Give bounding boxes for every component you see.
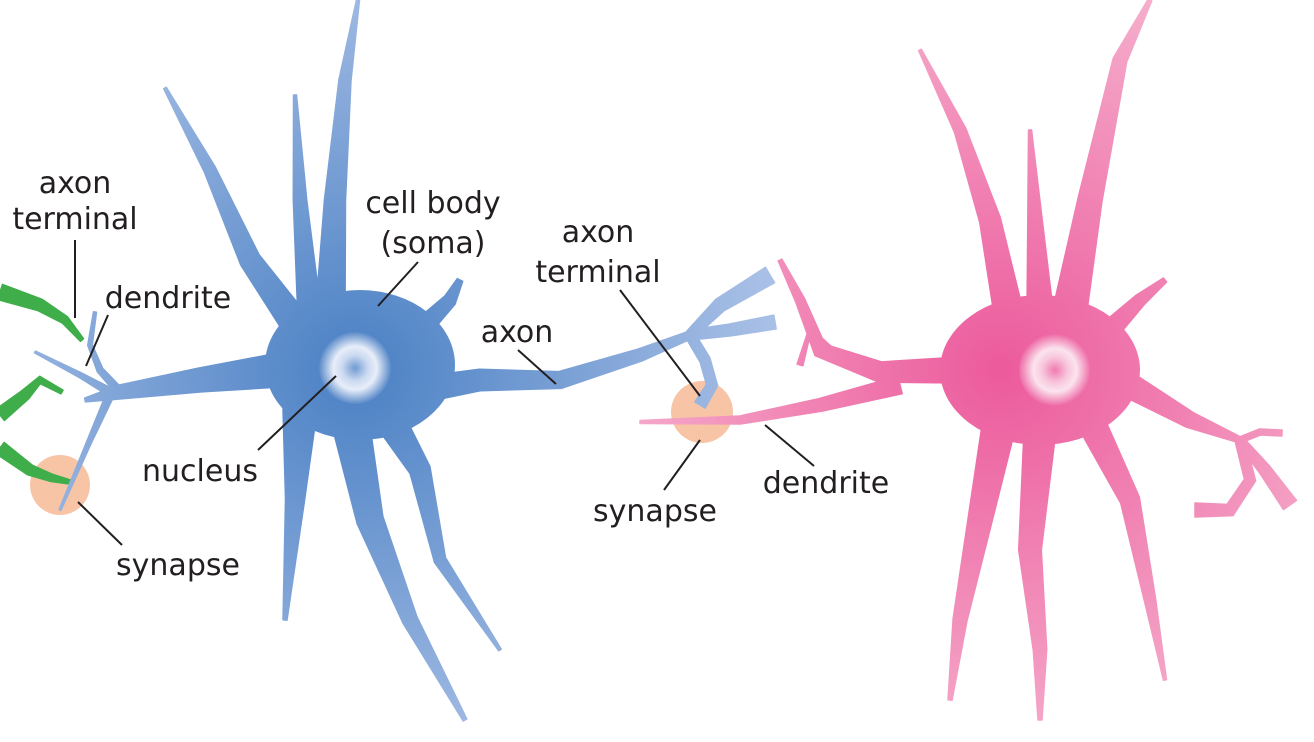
label-soma: (soma) bbox=[381, 226, 486, 261]
pink-neuron-process bbox=[1102, 277, 1168, 338]
label-right-axon-terminal-1: axon bbox=[562, 215, 635, 250]
label-left-axon-terminal-1: axon bbox=[39, 166, 112, 201]
axon-terminal-1 bbox=[0, 283, 85, 343]
pink-neuron-process bbox=[777, 258, 962, 384]
blue-neuron-process bbox=[58, 392, 115, 512]
leader-right-axon-terminal bbox=[619, 289, 701, 397]
label-cell-body: cell body bbox=[365, 186, 500, 221]
label-left-dendrite: dendrite bbox=[105, 281, 231, 316]
blue-neuron-process bbox=[314, 0, 361, 322]
label-left-synapse: synapse bbox=[116, 548, 240, 583]
leader-right-synapse bbox=[663, 439, 701, 491]
blue-neuron-process bbox=[417, 330, 693, 404]
blue-neuron bbox=[33, 0, 777, 722]
blue-neuron-process bbox=[83, 352, 283, 403]
blue-neuron-process bbox=[292, 94, 323, 322]
axon-terminal-2 bbox=[0, 375, 64, 422]
blue-neuron-process bbox=[376, 411, 502, 652]
label-right-synapse: synapse bbox=[593, 494, 717, 529]
blue-neuron-process bbox=[412, 277, 464, 338]
pink-neuron-process bbox=[639, 375, 903, 425]
pink-neuron-process bbox=[1052, 0, 1153, 314]
leader-left-dendrite bbox=[85, 314, 109, 367]
blue-neuron-process bbox=[282, 408, 318, 621]
label-nucleus: nucleus bbox=[142, 454, 258, 489]
blue-neuron-process bbox=[685, 266, 776, 340]
right-synapse-circle bbox=[671, 381, 733, 443]
pink-neuron-process bbox=[1076, 412, 1168, 682]
leader-left-synapse bbox=[77, 501, 123, 546]
pink-neuron bbox=[639, 0, 1298, 721]
presynaptic-axon-terminals bbox=[0, 283, 85, 485]
leader-right-dendrite bbox=[764, 424, 815, 467]
leader-axon bbox=[517, 349, 557, 385]
pink-neuron-process bbox=[1112, 367, 1242, 444]
blue-neuron-process bbox=[330, 415, 468, 722]
label-right-dendrite: dendrite bbox=[763, 466, 889, 501]
leader-cell-body bbox=[377, 261, 419, 307]
label-left-axon-terminal-2: terminal bbox=[12, 202, 137, 237]
pink-neuron-process bbox=[917, 48, 1026, 324]
pink-neuron-process bbox=[1026, 129, 1054, 312]
blue-neuron-process bbox=[684, 331, 719, 409]
label-right-axon-terminal-2: terminal bbox=[535, 255, 660, 290]
pink-neuron-process bbox=[1017, 427, 1057, 721]
pink-neuron-process bbox=[1238, 428, 1283, 444]
label-axon: axon bbox=[481, 315, 554, 350]
leader-nucleus bbox=[257, 375, 337, 451]
pink-neuron-process bbox=[947, 415, 1018, 701]
blue-neuron-process bbox=[162, 86, 313, 340]
blue-neuron-process bbox=[688, 314, 777, 341]
blue-nucleus bbox=[319, 332, 391, 404]
pink-nucleus bbox=[1019, 334, 1091, 406]
pink-neuron-process bbox=[796, 325, 844, 367]
